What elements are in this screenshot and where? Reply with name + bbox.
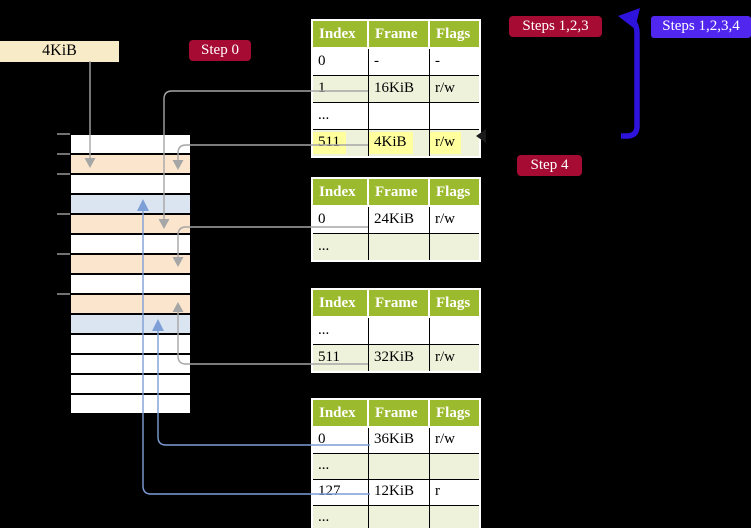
table-header-row: Index Frame Flags: [313, 290, 479, 318]
cell-flags: r: [435, 483, 440, 499]
cell-index: 0: [313, 428, 369, 453]
header-cell-frame: Frame: [369, 400, 430, 426]
cell-index: ...: [313, 454, 369, 479]
cell-flags: r/w: [435, 211, 455, 227]
cell-flags: r/w: [435, 431, 455, 447]
cell-index: ...: [313, 103, 369, 129]
cell-frame: 4KiB: [369, 130, 430, 156]
cell-flags: [430, 454, 479, 479]
memory-frame-row: [71, 175, 190, 195]
page-table-row: ...: [313, 453, 479, 479]
cell-index: 1: [313, 76, 369, 102]
page-table-row: 0 24KiB r/w: [313, 207, 479, 233]
cell-frame: [369, 234, 430, 260]
table-header-row: Index Frame Flags: [313, 400, 479, 428]
header-cell-index: Index: [313, 21, 369, 47]
cell-index: 511: [313, 130, 369, 156]
memory-frame-row: [71, 235, 190, 255]
memory-frame-row: [71, 195, 190, 215]
badge-step-4: Step 4: [517, 155, 582, 176]
header-cell-index: Index: [313, 179, 369, 205]
memory-frame-row: [71, 155, 190, 175]
header-cell-flags: Flags: [436, 26, 471, 42]
memory-frame-row: [71, 275, 190, 295]
badge-step-0: Step 0: [189, 40, 251, 61]
table-header-row: Index Frame Flags: [313, 21, 479, 49]
memory-frame-row: [71, 215, 190, 235]
header-cell-index: Index: [313, 290, 369, 316]
loop-arrowhead: [618, 8, 640, 29]
cell-flags: [430, 103, 479, 129]
cell-flags: [430, 234, 479, 260]
page-table-row: ...: [313, 505, 479, 528]
cell-flags: r/w: [435, 80, 455, 96]
cell-frame: [369, 103, 430, 129]
badge-steps-1-2-3: Steps 1,2,3: [509, 16, 602, 37]
cell-flags: [430, 506, 479, 528]
cell-index: 127: [313, 480, 369, 505]
page-table-2: Index Frame Flags 0 24KiB r/w ...: [311, 177, 481, 262]
cell-flags: -: [435, 53, 440, 69]
cell-frame: -: [369, 49, 430, 75]
memory-frame-row: [71, 295, 190, 315]
memory-frame-row: [71, 335, 190, 355]
cell-index: 0: [313, 207, 369, 233]
memory-frame-row: [71, 135, 190, 155]
address-ticks: [57, 133, 70, 295]
page-table-row: ...: [313, 102, 479, 129]
page-table-row: 127 12KiB r: [313, 479, 479, 505]
page-table-4: Index Frame Flags 0 36KiB r/w ... 127 12…: [311, 398, 481, 528]
cell-index: 0: [313, 49, 369, 75]
header-cell-flags: Flags: [436, 295, 471, 311]
cell-frame: 24KiB: [369, 207, 430, 233]
cell-frame: 32KiB: [369, 345, 430, 371]
cell-frame: 36KiB: [369, 428, 430, 453]
frame-size-label: 4KiB: [0, 41, 119, 62]
cell-index: ...: [313, 506, 369, 528]
page-table-row: 511 4KiB r/w: [313, 129, 479, 156]
header-cell-index: Index: [313, 400, 369, 426]
cell-frame: [369, 506, 430, 528]
cell-frame: [369, 454, 430, 479]
cell-frame: 12KiB: [369, 480, 430, 505]
cell-flags: [430, 318, 479, 344]
badge-steps-1-2-3-4: Steps 1,2,3,4: [651, 16, 751, 38]
loop-arrow: [621, 16, 640, 139]
page-table-1: Index Frame Flags 0 - - 1 16KiB r/w ...: [311, 19, 481, 158]
page-table-row: 0 36KiB r/w: [313, 428, 479, 453]
memory-frame-row: [71, 395, 190, 415]
page-table-row: ...: [313, 233, 479, 260]
cell-flags: r/w: [430, 130, 479, 156]
memory-frame-row: [71, 355, 190, 375]
header-cell-frame: Frame: [369, 290, 430, 316]
memory-frame-row: [71, 255, 190, 275]
memory-frame-row: [71, 375, 190, 395]
header-cell-flags: Flags: [436, 405, 471, 421]
cell-index: ...: [313, 318, 369, 344]
page-table-row: ...: [313, 318, 479, 344]
cell-frame: [369, 318, 430, 344]
cell-index: 511: [313, 345, 369, 371]
page-table-3: Index Frame Flags ... 511 32KiB r/w: [311, 288, 481, 373]
table-header-row: Index Frame Flags: [313, 179, 479, 207]
cell-index: ...: [313, 234, 369, 260]
header-cell-frame: Frame: [369, 179, 430, 205]
header-cell-flags: Flags: [436, 184, 471, 200]
page-table-row: 511 32KiB r/w: [313, 344, 479, 371]
page-table-row: 1 16KiB r/w: [313, 75, 479, 102]
cell-flags: r/w: [435, 349, 455, 365]
header-cell-frame: Frame: [369, 21, 430, 47]
memory-frame-row: [71, 315, 190, 335]
physical-memory-stack: [71, 133, 190, 415]
page-table-row: 0 - -: [313, 49, 479, 75]
cell-frame: 16KiB: [369, 76, 430, 102]
